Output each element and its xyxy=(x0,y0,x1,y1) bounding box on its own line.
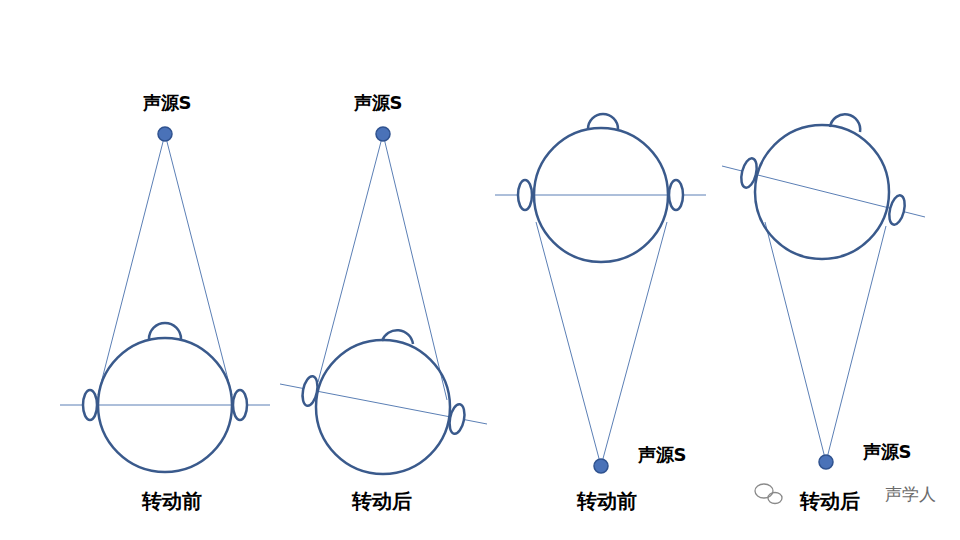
source-label: 声源S xyxy=(354,92,403,114)
ear xyxy=(83,390,97,420)
sound-ray xyxy=(601,222,667,466)
source-label: 声源S xyxy=(143,92,192,114)
head xyxy=(98,338,232,472)
state-caption: 转动前 xyxy=(577,489,637,513)
state-caption: 转动后 xyxy=(352,489,412,513)
ear xyxy=(887,194,908,226)
nose xyxy=(149,323,181,339)
state-caption: 转动前 xyxy=(142,489,202,513)
ear xyxy=(300,375,319,407)
ear xyxy=(518,180,532,210)
head xyxy=(534,128,668,262)
ear xyxy=(447,403,466,435)
sound-ray xyxy=(826,226,886,462)
wechat-icon xyxy=(755,484,782,504)
watermark: 声学人 xyxy=(885,484,936,504)
ear xyxy=(739,157,760,189)
sound-ray xyxy=(536,222,601,466)
sound-source xyxy=(819,455,833,469)
sound-ray xyxy=(98,134,165,395)
sound-ray xyxy=(383,134,447,400)
sound-ray xyxy=(165,134,232,395)
ear xyxy=(233,390,247,420)
source-label: 声源S xyxy=(638,444,687,466)
sound-ray xyxy=(318,134,383,382)
state-caption: 转动后 xyxy=(800,489,860,513)
head xyxy=(755,125,889,259)
source-label: 声源S xyxy=(863,441,912,463)
ear xyxy=(669,180,683,210)
sound-source xyxy=(158,127,172,141)
sound-source xyxy=(376,127,390,141)
nose xyxy=(588,114,618,129)
head xyxy=(316,340,450,474)
sound-source xyxy=(594,459,608,473)
